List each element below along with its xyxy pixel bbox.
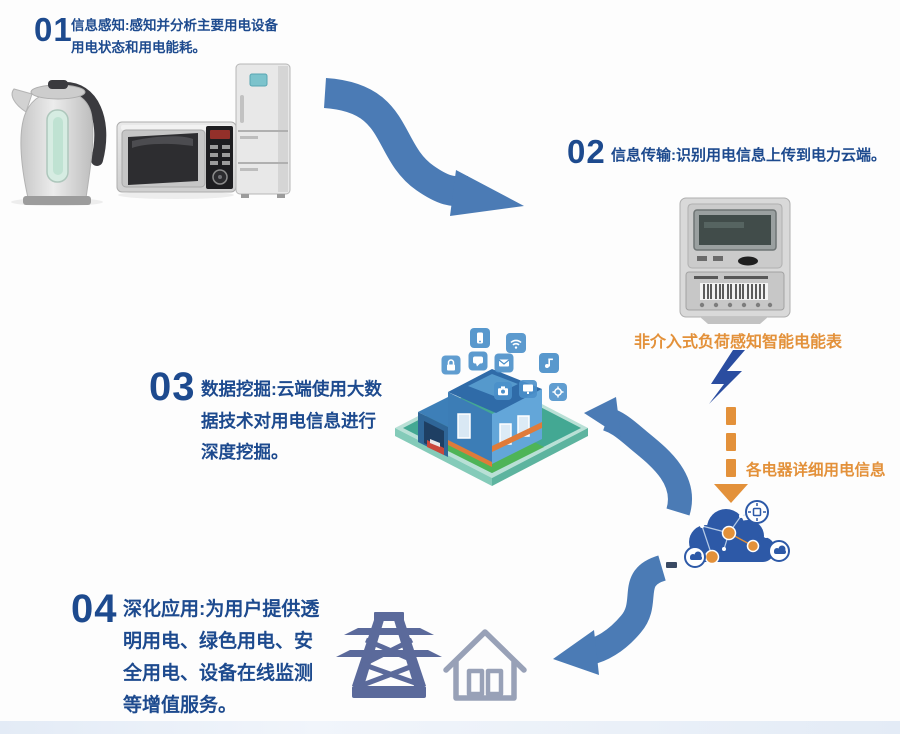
step-4-number: 04 [71,587,118,631]
bottom-accent-strip [0,721,900,734]
step-2-line-1: 信息传输:识别用电信息上传到电力云端。 [611,147,886,164]
step-4-line-4: 等增值服务。 [123,695,238,716]
electric-kettle-icon [11,80,107,206]
step-1-line-2: 用电状态和用电能耗。 [71,40,206,55]
music-app-icon [539,353,559,373]
step-4-line-2: 明用电、绿色用电、安 [123,631,314,652]
step-2-number: 02 [567,133,606,170]
cloud-computing-icon [666,500,790,568]
step-4-text: 深化应用:为用户提供透 明用电、绿色用电、安 全用电、设备在线监测 等增值服务。 [123,594,319,722]
gear-app-icon [549,383,567,401]
step-3-number: 03 [149,365,196,409]
step-3-text: 数据挖掘:云端使用大数 据技术对用电信息进行 深度挖掘。 [201,374,382,469]
microwave-icon [116,121,237,199]
smart-home-app-icons [441,328,567,401]
step-4-line-3: 全用电、设备在线监测 [123,663,314,684]
chip-node-icon [745,500,769,524]
transmission-tower-icon [336,612,442,698]
cloud-feed-caption: 各电器详细用电信息 [746,462,886,479]
smart-meter-icon [679,197,791,324]
smart-home-illustration [395,328,588,486]
step-1-text: 信息感知:感知并分析主要用电设备 用电状态和用电能耗。 [71,15,278,59]
chat-app-icon [468,351,488,371]
step-2-text: 信息传输:识别用电信息上传到电力云端。 [611,145,886,167]
arrow-step1-to-step2 [323,78,524,216]
step-3-line-3: 深度挖掘。 [201,442,289,462]
refrigerator-icon [235,63,291,198]
lock-app-icon [441,355,461,375]
step-3-line-1: 数据挖掘:云端使用大数 [201,379,382,399]
step-4-line-1: 深化应用:为用户提供透 [123,599,320,620]
wifi-app-icon [506,333,526,353]
house-outline-icon [443,629,527,701]
dashed-down-arrow-icon [714,407,748,503]
step-1-line-1: 信息感知:感知并分析主要用电设备 [71,18,278,33]
meter-caption: 非介入式负荷感知智能电能表 [634,334,843,351]
step-1-number: 01 [34,11,73,48]
cloud-node-icon [684,546,706,568]
cloud-node-icon-2 [768,540,790,562]
step-3-line-2: 据技术对用电信息进行 [201,410,376,431]
arrow-cloud-to-step3 [584,397,692,516]
lightning-bolt-icon [709,350,745,404]
arrow-cloud-to-step4 [553,555,667,675]
phone-app-icon [470,328,490,348]
monitor-app-icon [519,380,537,398]
mail-app-icon [494,353,514,373]
camera-app-icon [494,382,512,400]
